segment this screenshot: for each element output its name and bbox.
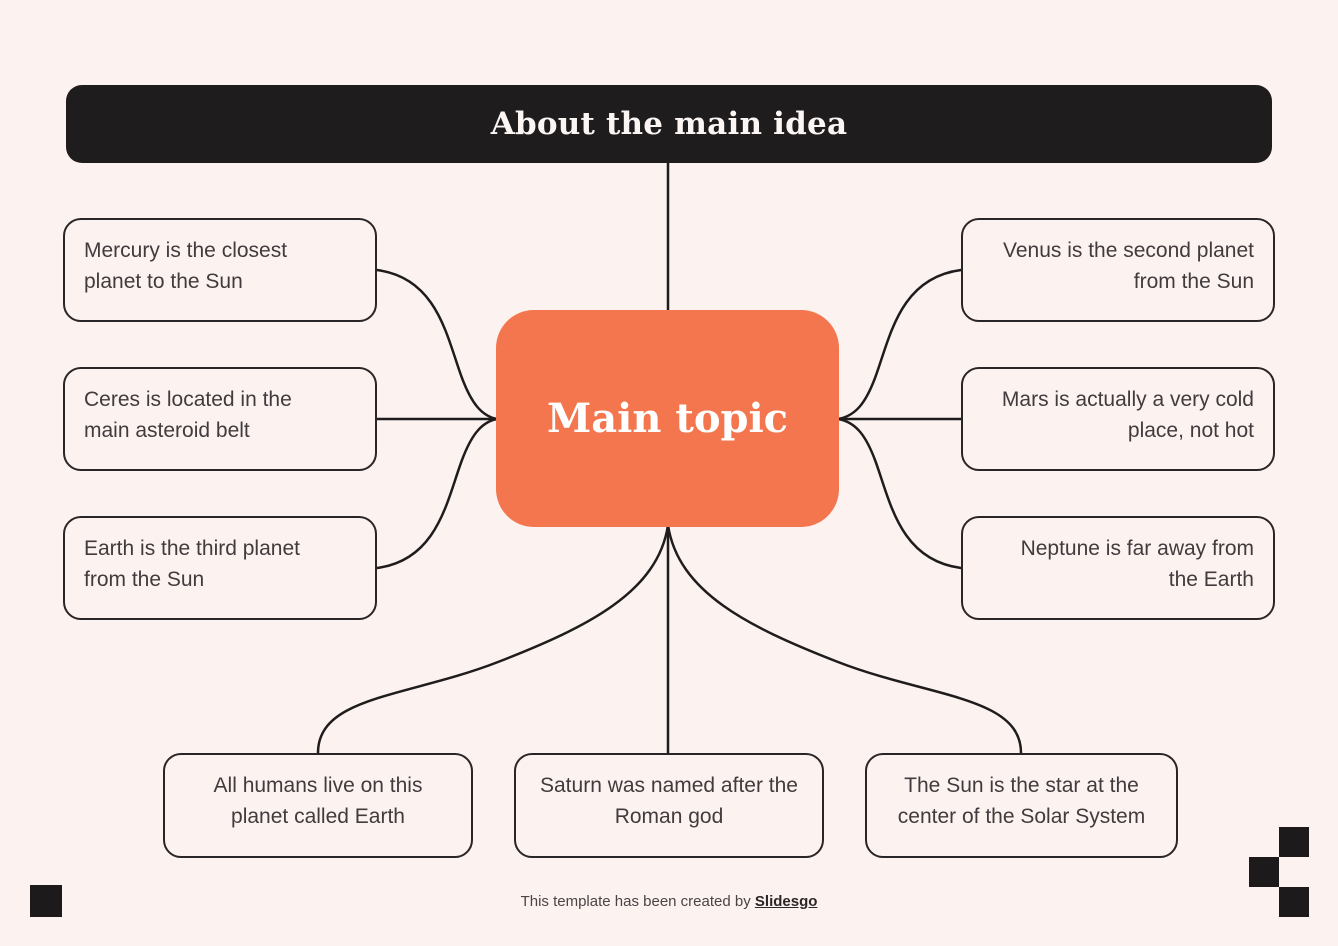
corner-checker-bottom-right-bottom	[1279, 887, 1309, 917]
connector-venus	[836, 268, 963, 421]
connector-humans	[316, 523, 670, 755]
footer-text: This template has been created by	[520, 893, 755, 910]
connector-earth	[375, 417, 499, 570]
corner-checker-bottom-right-top	[1279, 827, 1309, 857]
node-mercury: Mercury is the closest planet to the Sun	[63, 218, 377, 322]
main-topic-label: Main topic	[546, 395, 789, 442]
node-neptune: Neptune is far away from the Earth	[961, 516, 1275, 620]
corner-checker-bottom-right-middle	[1249, 857, 1279, 887]
node-saturn: Saturn was named after the Roman god	[514, 753, 824, 858]
slidesgo-link[interactable]: Slidesgo	[754, 893, 818, 910]
connector-neptune	[836, 417, 963, 570]
node-mars: Mars is actually a very cold place, not …	[961, 367, 1275, 471]
node-venus: Venus is the second planet from the Sun	[961, 218, 1275, 322]
node-earth: Earth is the third planet from the Sun	[63, 516, 377, 620]
node-ceres: Ceres is located in the main asteroid be…	[63, 367, 377, 471]
main-topic-node: Main topic	[496, 310, 839, 527]
connector-sun	[666, 523, 1023, 755]
page-title: About the main idea	[490, 106, 848, 142]
footer-credit: This template has been created by Slides…	[0, 893, 1338, 910]
corner-square-bottom-left	[30, 885, 62, 917]
title-bar: About the main idea	[66, 85, 1272, 163]
node-humans: All humans live on this planet called Ea…	[163, 753, 473, 858]
node-sun: The Sun is the star at the center of the…	[865, 753, 1178, 858]
connector-mercury	[375, 268, 499, 421]
